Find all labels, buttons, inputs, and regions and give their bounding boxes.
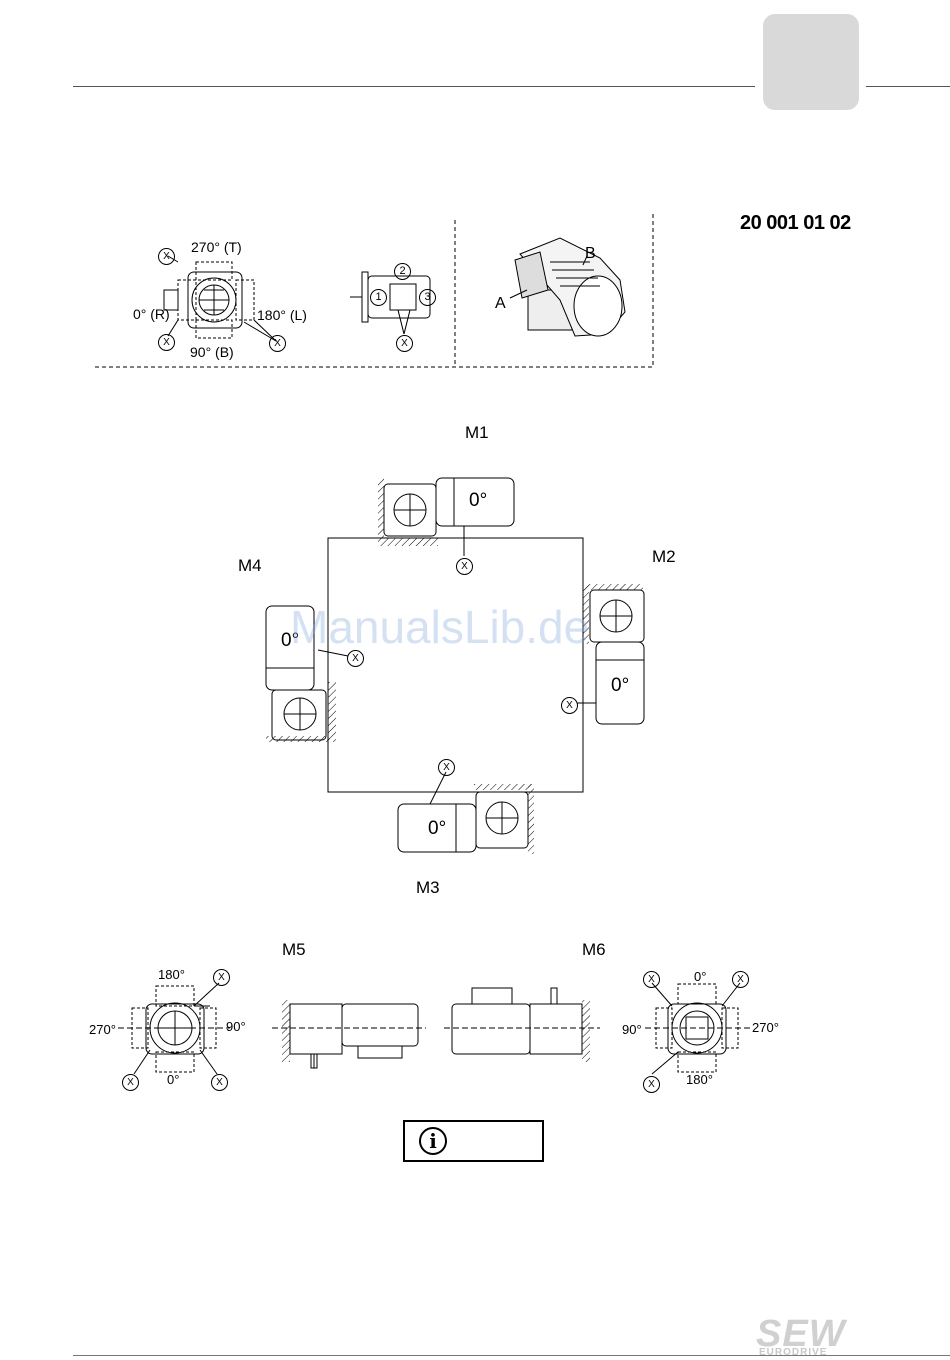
m5-angle-top: 180° xyxy=(158,967,185,982)
x-marker-icon: X xyxy=(643,969,660,988)
label-b: B xyxy=(585,245,596,263)
m6-angle-left: 90° xyxy=(622,1022,642,1037)
m6-angle-top: 0° xyxy=(694,969,706,984)
angle-label-top: 270° (T) xyxy=(191,239,242,255)
m6-angle-bottom: 180° xyxy=(686,1072,713,1087)
x-marker-icon: X xyxy=(438,757,455,776)
m6-angle-right: 270° xyxy=(752,1020,779,1035)
x-marker-icon: X xyxy=(269,333,286,352)
info-box: i xyxy=(403,1120,544,1162)
m5-angle-right: 90° xyxy=(226,1019,246,1034)
x-marker-icon: X xyxy=(561,695,578,714)
label-a: A xyxy=(495,295,506,313)
x-marker-icon: X xyxy=(396,333,413,352)
motor-angle-m3: 0° xyxy=(428,818,446,840)
x-marker-icon: X xyxy=(456,556,473,575)
x-marker-icon: X xyxy=(122,1072,139,1091)
brand-logo-subtitle: EURODRIVE xyxy=(759,1347,827,1358)
motor-angle-m2: 0° xyxy=(611,675,629,697)
mounting-position-m5: M5 xyxy=(282,940,306,960)
angle-label-left: 0° (R) xyxy=(133,306,170,322)
footer-rule xyxy=(73,1355,950,1356)
mounting-position-m1: M1 xyxy=(465,423,489,443)
x-marker-icon: X xyxy=(213,967,230,986)
info-icon: i xyxy=(419,1127,447,1155)
m5-angle-bottom: 0° xyxy=(167,1072,179,1087)
mounting-position-m3: M3 xyxy=(416,878,440,898)
m5-angle-left: 270° xyxy=(89,1022,116,1037)
x-marker-icon: X xyxy=(158,246,175,265)
x-marker-icon: X xyxy=(211,1072,228,1091)
terminal-2-label: 2 xyxy=(394,261,411,280)
mounting-position-m2: M2 xyxy=(652,547,676,567)
mounting-position-m4: M4 xyxy=(238,556,262,576)
x-marker-icon: X xyxy=(643,1074,660,1093)
mounting-position-m6: M6 xyxy=(582,940,606,960)
motor-angle-m1: 0° xyxy=(469,490,487,512)
terminal-3-label: 3 xyxy=(419,287,436,306)
x-marker-icon: X xyxy=(158,332,175,351)
angle-label-right: 180° (L) xyxy=(257,307,307,323)
angle-label-bottom: 90° (B) xyxy=(190,344,234,360)
terminal-1-label: 1 xyxy=(370,287,387,306)
x-marker-icon: X xyxy=(732,969,749,988)
watermark: ManualsLib.de xyxy=(290,600,589,654)
